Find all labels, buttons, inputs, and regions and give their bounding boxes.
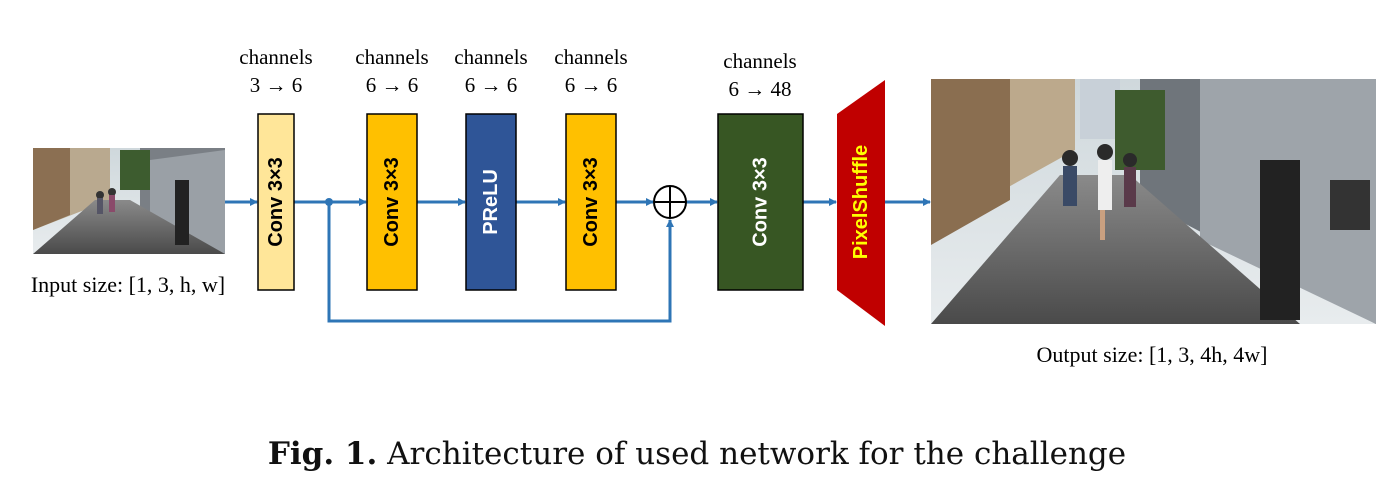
block-3-channels: 6 → 6 xyxy=(465,73,518,97)
block-4 xyxy=(565,113,617,291)
block-3 xyxy=(465,113,517,291)
block-1-channels: 3 → 6 xyxy=(250,73,303,97)
block-2-channels-title: channels xyxy=(355,45,428,69)
output-image xyxy=(931,79,1376,324)
block-4-channels-title: channels xyxy=(554,45,627,69)
blocks-layer: Conv 3×3 Conv 3×3 PReLU Conv 3×3 Conv 3×3 Pix… xyxy=(257,80,885,326)
block-2 xyxy=(366,113,418,291)
output-size-label: Output size: [1, 3, 4h, 4w] xyxy=(1037,342,1268,367)
flow-layer xyxy=(225,185,931,323)
input-image xyxy=(33,148,225,254)
caption-prefix: Fig. 1. xyxy=(267,436,378,472)
block-2-channels: 6 → 6 xyxy=(366,73,419,97)
block-1-label: Conv 3×3 xyxy=(265,157,287,246)
block-5-label: Conv 3×3 xyxy=(750,157,772,246)
block-5-channels: 6 → 48 xyxy=(729,77,792,101)
block-1 xyxy=(257,113,295,291)
block-5 xyxy=(717,113,804,291)
block-3-channels-title: channels xyxy=(454,45,527,69)
caption-text: Architecture of used network for the cha… xyxy=(387,436,1127,472)
skip-connection xyxy=(327,202,674,323)
input-size-label: Input size: [1, 3, h, w] xyxy=(31,272,225,297)
pixelshuffle-block xyxy=(837,80,885,326)
block-1-channels-title: channels xyxy=(239,45,312,69)
block-2-label: Conv 3×3 xyxy=(381,157,403,246)
block-4-label: Conv 3×3 xyxy=(580,157,602,246)
pixelshuffle-label: PixelShuffle xyxy=(850,145,872,259)
figure-caption: Fig. 1. Architecture of used network for… xyxy=(0,436,1394,472)
labels-layer: channels 3 → 6 channels 6 → 6 channels 6 → 6 c… xyxy=(31,45,1268,367)
block-3-label: PReLU xyxy=(480,169,502,235)
network-diagram: Conv 3×3 Conv 3×3 PReLU Conv 3×3 Conv 3×3 Pix… xyxy=(31,45,1376,367)
block-4-channels: 6 → 6 xyxy=(565,73,618,97)
block-5-channels-title: channels xyxy=(723,49,796,73)
